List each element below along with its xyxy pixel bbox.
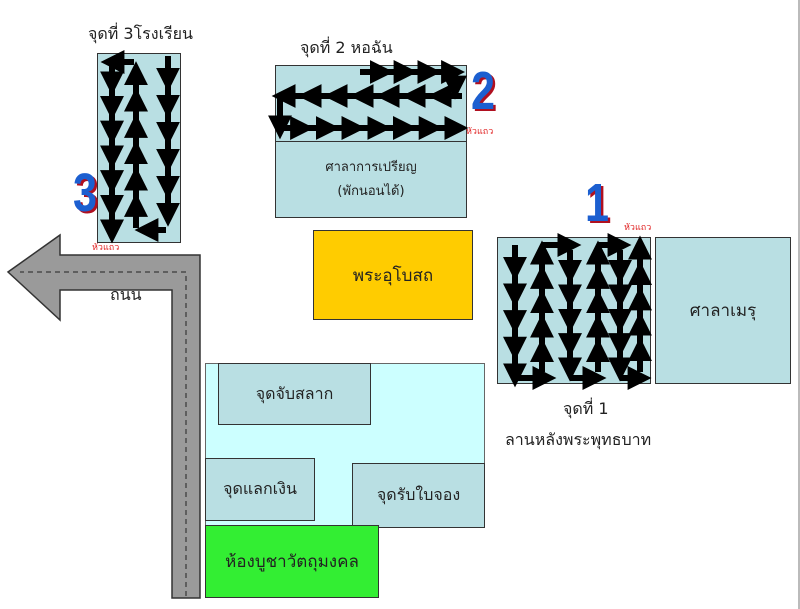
zone2-queue-head: หัวแถว xyxy=(466,127,494,137)
zone3-number: 3 xyxy=(73,163,98,223)
exchange-booth-label: จุดแลกเงิน xyxy=(223,479,297,498)
ubosot: พระอุโบสถ xyxy=(313,230,473,320)
sala-meru-label: ศาลาเมรุ xyxy=(689,301,757,321)
sala-kanparian-label: ศาลาการเปรียญ xyxy=(325,159,417,175)
zone1-queue-head: หัวแถว xyxy=(624,223,652,233)
booking-booth: จุดรับใบจอง xyxy=(352,463,485,528)
sala-meru: ศาลาเมรุ xyxy=(655,237,791,384)
zone3-title: จุดที่ 3โรงเรียน xyxy=(88,24,193,43)
zone1-number: 1 xyxy=(585,173,610,233)
lottery-booth: จุดจับสลาก xyxy=(218,363,371,425)
exchange-booth: จุดแลกเงิน xyxy=(205,458,315,521)
amulet-room-label: ห้องบูชาวัตถุมงคล xyxy=(225,552,359,572)
zone3-queue-head: หัวแถว xyxy=(92,243,120,253)
zone1-subtitle: ลานหลังพระพุทธบาท xyxy=(505,430,652,449)
zone2-number: 2 xyxy=(471,61,496,121)
sala-kanparian-note: (พักนอนได้) xyxy=(337,183,405,199)
zone1-title: จุดที่ 1 xyxy=(563,399,609,418)
sala-kanparian: ศาลาการเปรียญ (พักนอนได้) xyxy=(275,141,467,218)
road-label: ถนน xyxy=(110,285,142,304)
lottery-booth-label: จุดจับสลาก xyxy=(255,383,334,403)
booking-booth-label: จุดรับใบจอง xyxy=(376,485,461,504)
zone2-title: จุดที่ 2 หอฉัน xyxy=(300,38,393,57)
amulet-room: ห้องบูชาวัตถุมงคล xyxy=(205,525,379,598)
ubosot-label: พระอุโบสถ xyxy=(352,265,434,286)
